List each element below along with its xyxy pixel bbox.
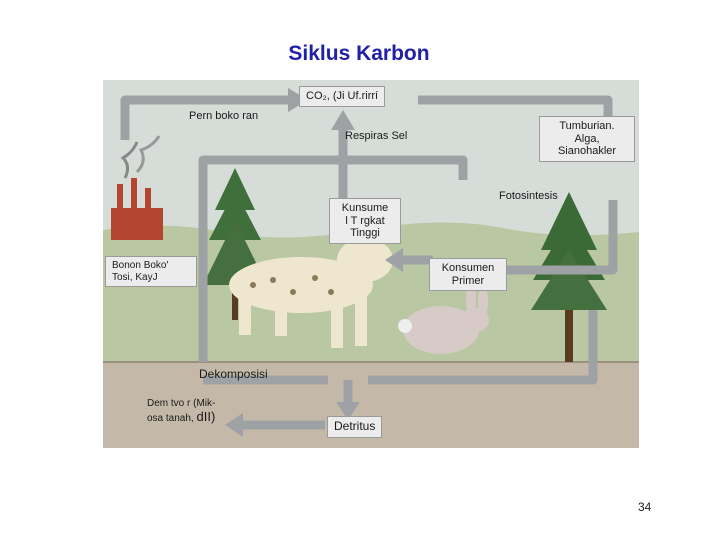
decomposers-box: Dem tvo r (Mik- osa tanah, dII): [147, 398, 215, 424]
primary-consumer-line2: Primer: [436, 275, 500, 288]
higher-consumer-line2: l T rgkat: [336, 215, 394, 228]
combustion-label: Pern boko ran: [189, 110, 258, 123]
primary-consumer-line1: Konsumen: [436, 262, 500, 275]
co2-atmosphere-label: CO₂, (Ji Uf.rirrí: [299, 86, 385, 107]
decomposers-line2-wrap: osa tanah, dII): [147, 410, 215, 425]
higher-consumer-box: Kunsume l T rgkat Tinggi: [329, 198, 401, 244]
decomposers-line3: dII): [197, 409, 216, 424]
photosynthesis-label: Fotosintesis: [499, 190, 558, 203]
page-number: 34: [638, 500, 651, 514]
producers-label-line3: Sianohakler: [546, 145, 628, 158]
cellular-respiration-label: Respiras Sel: [345, 130, 407, 143]
carbon-cycle-diagram: CO₂, (Ji Uf.rirrí Pern boko ran Respiras…: [103, 80, 639, 448]
fossil-fuel-box: Bonon Boko' Tosi, KayJ: [105, 256, 197, 287]
decomposition-label: Dekomposisi: [199, 368, 268, 382]
fossil-fuel-line2: Tosi, KayJ: [112, 272, 190, 284]
higher-consumer-line3: Tinggi: [336, 227, 394, 240]
slide-title: Siklus Karbon: [0, 42, 718, 66]
primary-consumer-box: Konsumen Primer: [429, 258, 507, 291]
decomposers-line2: osa tanah,: [147, 413, 194, 424]
producers-label-line1: Tumburian.: [546, 120, 628, 133]
higher-consumer-line1: Kunsume: [336, 202, 394, 215]
fossil-fuel-line1: Bonon Boko': [112, 260, 190, 272]
producers-box: Tumburian. Alga, Sianohakler: [539, 116, 635, 162]
detritus-box: Detritus: [327, 416, 382, 438]
producers-label-line2: Alga,: [546, 133, 628, 146]
